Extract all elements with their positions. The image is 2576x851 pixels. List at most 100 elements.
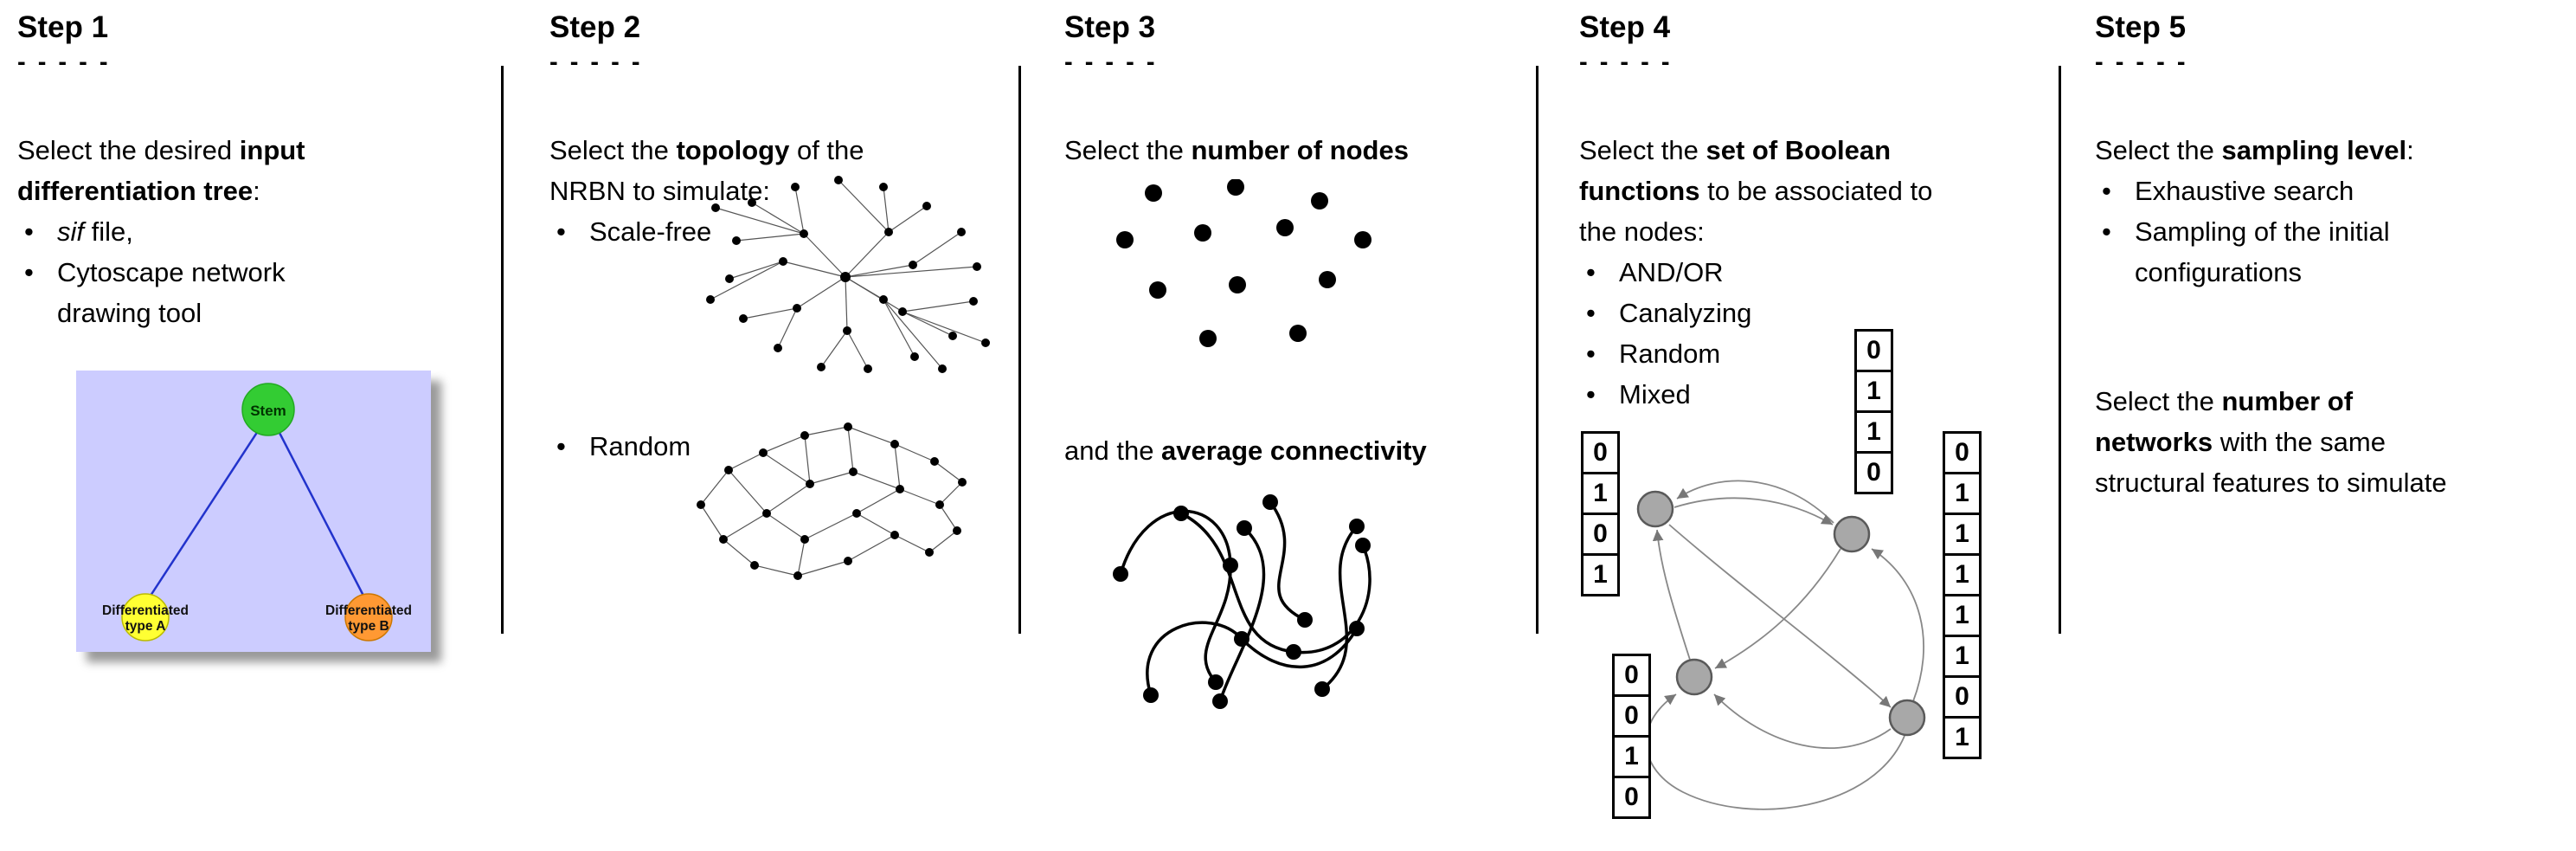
truth-table-cell: 1: [1581, 553, 1620, 596]
stem-label: Stem: [250, 403, 286, 419]
bullet-text: Mixed: [1619, 379, 1691, 409]
step-4-dashes: - - - - -: [1579, 48, 1673, 76]
boolean-network-svg: [1636, 480, 1926, 810]
truth-table-cell: 1: [1581, 472, 1620, 515]
step-5-intro: Select the sampling level:: [2095, 135, 2414, 165]
type-b-label-line1: Differentiated: [325, 603, 412, 618]
step-5-text: Select the sampling level: Exhaustive se…: [2095, 130, 2566, 293]
bullet-text: Scale-free: [589, 216, 712, 247]
network-edges: [700, 426, 963, 577]
step-2-random-bullet-block: Random: [549, 426, 896, 467]
column-divider: [1536, 66, 1539, 634]
type-b-node: [344, 593, 393, 641]
step-4-column: Step 4 - - - - - Select the set of Boole…: [1579, 0, 2053, 851]
column-divider: [1018, 66, 1021, 634]
network-edges: [710, 179, 986, 370]
truth-table-cell: 1: [1943, 594, 1982, 637]
bullet-text: Canalyzing: [1619, 298, 1752, 328]
step-1-dashes: - - - - -: [17, 48, 111, 76]
network-nodes: [697, 422, 967, 580]
step-1-column: Step 1 - - - - - Select the desired inpu…: [17, 0, 493, 851]
type-b-label-line2: type B: [348, 619, 389, 634]
bullet-item: Canalyzing: [1579, 293, 1995, 333]
bullet-item: Random: [1579, 333, 1995, 374]
bullet-marker: [2095, 211, 2135, 293]
truth-table-cell: 0: [1612, 694, 1651, 738]
connectivity-tangle-svg: [1113, 494, 1372, 709]
bullet-marker: [17, 211, 57, 252]
step-2-title: Step 2: [549, 10, 641, 44]
bullet-marker: [549, 211, 589, 252]
type-a-label-line1: Differentiated: [102, 603, 189, 618]
truth-table-cell: 0: [1612, 776, 1651, 819]
scale-free-network-figure: [698, 171, 992, 396]
nodes-scatter-figure: [1106, 179, 1383, 391]
random-network-figure: [675, 403, 969, 589]
truth-table-cell: 1: [1854, 370, 1893, 413]
truth-table-cell: 1: [1943, 635, 1982, 678]
nodes-scatter-svg: [1116, 179, 1372, 347]
truth-table-cell: 1: [1612, 735, 1651, 778]
step-3-line2-text: and the average connectivity: [1064, 435, 1427, 466]
step-3-line2: and the average connectivity: [1064, 430, 1532, 471]
tangle-nodes: [1113, 494, 1371, 709]
gene-node: [1636, 490, 1674, 528]
bullet-item: AND/OR: [1579, 252, 1995, 293]
bullet-marker: [17, 252, 57, 333]
bullet-item: Random: [549, 426, 896, 467]
truth-table-cell: 0: [1854, 451, 1893, 494]
step-3-line1-text: Select the number of nodes: [1064, 135, 1409, 165]
connectivity-tangle-figure: [1099, 474, 1410, 721]
tree-edges: [149, 430, 365, 596]
column-divider: [501, 66, 504, 634]
step-2-column: Step 2 - - - - - Select the topology of …: [549, 0, 1012, 851]
scale-free-network-svg: [706, 176, 990, 373]
step-3-line1: Select the number of nodes: [1064, 130, 1532, 171]
truth-table-cell: 1: [1854, 410, 1893, 454]
boolean-network-nodes: [1636, 490, 1926, 737]
bullet-text: Random: [1619, 338, 1721, 369]
truth-table-cell: 1: [1943, 553, 1982, 596]
scatter-dots: [1116, 179, 1372, 347]
gene-node: [1833, 515, 1871, 553]
step-3-dashes: - - - - -: [1064, 48, 1158, 76]
truth-table-cell: 1: [1943, 513, 1982, 556]
step-1-title: Step 1: [17, 10, 109, 44]
bullet-marker: [2095, 171, 2135, 211]
bullet-text: AND/OR: [1619, 257, 1724, 287]
step-3-title: Step 3: [1064, 10, 1156, 44]
step-5-column: Step 5 - - - - - Select the sampling lev…: [2095, 0, 2569, 851]
network-nodes: [706, 176, 990, 373]
type-a-node: [121, 593, 170, 641]
bullet-marker: [549, 426, 589, 467]
step-5-dashes: - - - - -: [2095, 48, 2188, 76]
stem-node: [241, 383, 295, 436]
step-3-column: Step 3 - - - - - Select the number of no…: [1064, 0, 1532, 851]
gene-node: [1675, 658, 1713, 696]
bullet-item: sif file,: [17, 211, 454, 252]
bullet-marker: [1579, 252, 1619, 293]
step-4-title: Step 4: [1579, 10, 1671, 44]
truth-table-cell: 1: [1943, 716, 1982, 759]
step-5-title: Step 5: [2095, 10, 2187, 44]
gene-node: [1888, 699, 1926, 737]
bullet-text: Exhaustive search: [2135, 176, 2354, 206]
truth-table-cell: 0: [1943, 675, 1982, 719]
bullet-item: Mixed: [1579, 374, 1995, 415]
